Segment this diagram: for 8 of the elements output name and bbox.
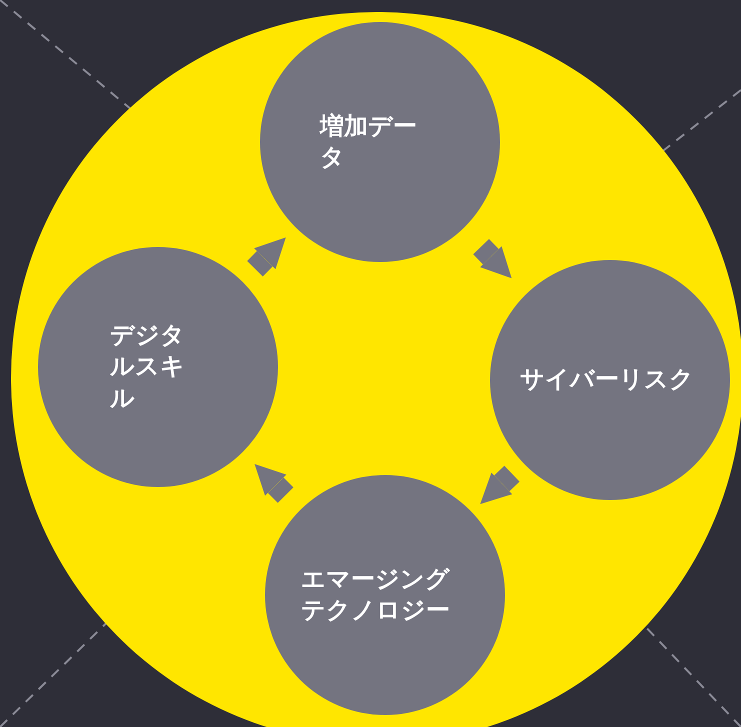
topic-label: サイバーリスク bbox=[520, 364, 695, 396]
topic-label: デジタルスキル bbox=[110, 320, 186, 414]
topic-label: 増加データ bbox=[320, 110, 418, 173]
block-arrow bbox=[480, 466, 520, 504]
block-arrow bbox=[254, 464, 294, 503]
block-arrow bbox=[473, 238, 512, 278]
topic-label: エマージングテクノロジー bbox=[301, 564, 451, 626]
block-arrow bbox=[247, 237, 286, 276]
